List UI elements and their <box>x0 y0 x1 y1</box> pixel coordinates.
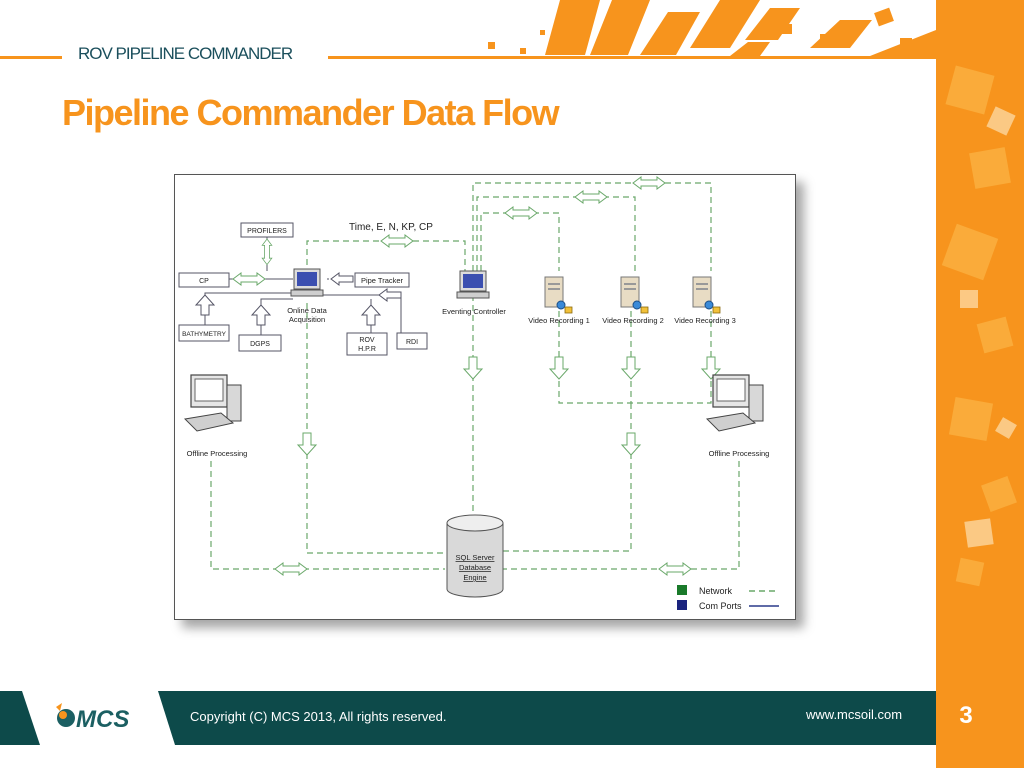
eventing-controller-pc-icon <box>456 270 490 299</box>
dgps-label: DGPS <box>250 341 270 348</box>
slide-title: Pipeline Commander Data Flow <box>62 92 560 133</box>
rdi-box <box>396 332 428 350</box>
rov-hpr-box <box>346 332 388 356</box>
pipe-tracker-box <box>354 272 410 288</box>
video-recording-1-label: Video Recording 1 <box>528 316 590 325</box>
legend-network-label: Network <box>699 586 733 596</box>
database-cylinder-icon <box>446 514 504 598</box>
cp-box <box>178 272 230 288</box>
header-rule-right <box>328 56 940 59</box>
profilers-label: PROFILERS <box>247 228 287 235</box>
dgps-box <box>238 334 282 352</box>
page-number: 3 <box>959 702 973 729</box>
diagram-canvas: Time, E, N, KP, CP PROFILERS CP BATHYMET… <box>178 176 779 611</box>
header-rule-left <box>0 56 62 59</box>
data-flow-diagram: Time, E, N, KP, CP PROFILERS CP BATHYMET… <box>174 174 796 620</box>
video-server-3-icon <box>692 276 721 314</box>
online-acquisition-label-2: Acquisition <box>289 315 325 324</box>
database-label-3: Engine <box>463 573 486 582</box>
database-label-1: SQL Server <box>456 553 495 562</box>
website-link[interactable]: www.mcsoil.com <box>806 707 903 722</box>
online-acquisition-label-1: Online Data <box>287 306 327 315</box>
mcs-logo-mark-icon <box>56 703 75 727</box>
legend-network-swatch <box>677 585 687 595</box>
video-recording-2-label: Video Recording 2 <box>602 316 664 325</box>
offline-workstation-left-icon <box>184 374 242 432</box>
rov-label: ROV <box>359 337 375 344</box>
online-acquisition-pc-icon <box>290 268 324 297</box>
mcs-logo-text: MCS <box>76 706 129 733</box>
header-label: ROV PIPELINE COMMANDER <box>78 44 293 63</box>
copyright-text: Copyright (C) MCS 2013, All rights reser… <box>190 709 447 724</box>
video-recording-3-label: Video Recording 3 <box>674 316 736 325</box>
profilers-box <box>240 222 294 238</box>
offline-processing-left-label: Offline Processing <box>187 449 248 458</box>
pipe-tracker-label: Pipe Tracker <box>361 276 404 285</box>
legend-com-ports-label: Com Ports <box>699 601 742 611</box>
video-server-2-icon <box>620 276 649 314</box>
video-server-1-icon <box>544 276 573 314</box>
eventing-controller-label: Eventing Controller <box>442 307 506 316</box>
mcs-logo: MCS <box>0 691 175 745</box>
legend-com-swatch <box>677 600 687 610</box>
annotation-label: Time, E, N, KP, CP <box>349 222 433 233</box>
cp-label: CP <box>199 278 209 285</box>
database-label-2: Database <box>459 563 491 572</box>
bathymetry-box <box>178 324 230 342</box>
hpr-label: H.P.R <box>358 346 376 353</box>
offline-processing-right-label: Offline Processing <box>709 449 770 458</box>
rdi-label: RDI <box>406 339 418 346</box>
bathymetry-label: BATHYMETRY <box>182 331 226 338</box>
offline-workstation-right-icon <box>706 374 764 432</box>
